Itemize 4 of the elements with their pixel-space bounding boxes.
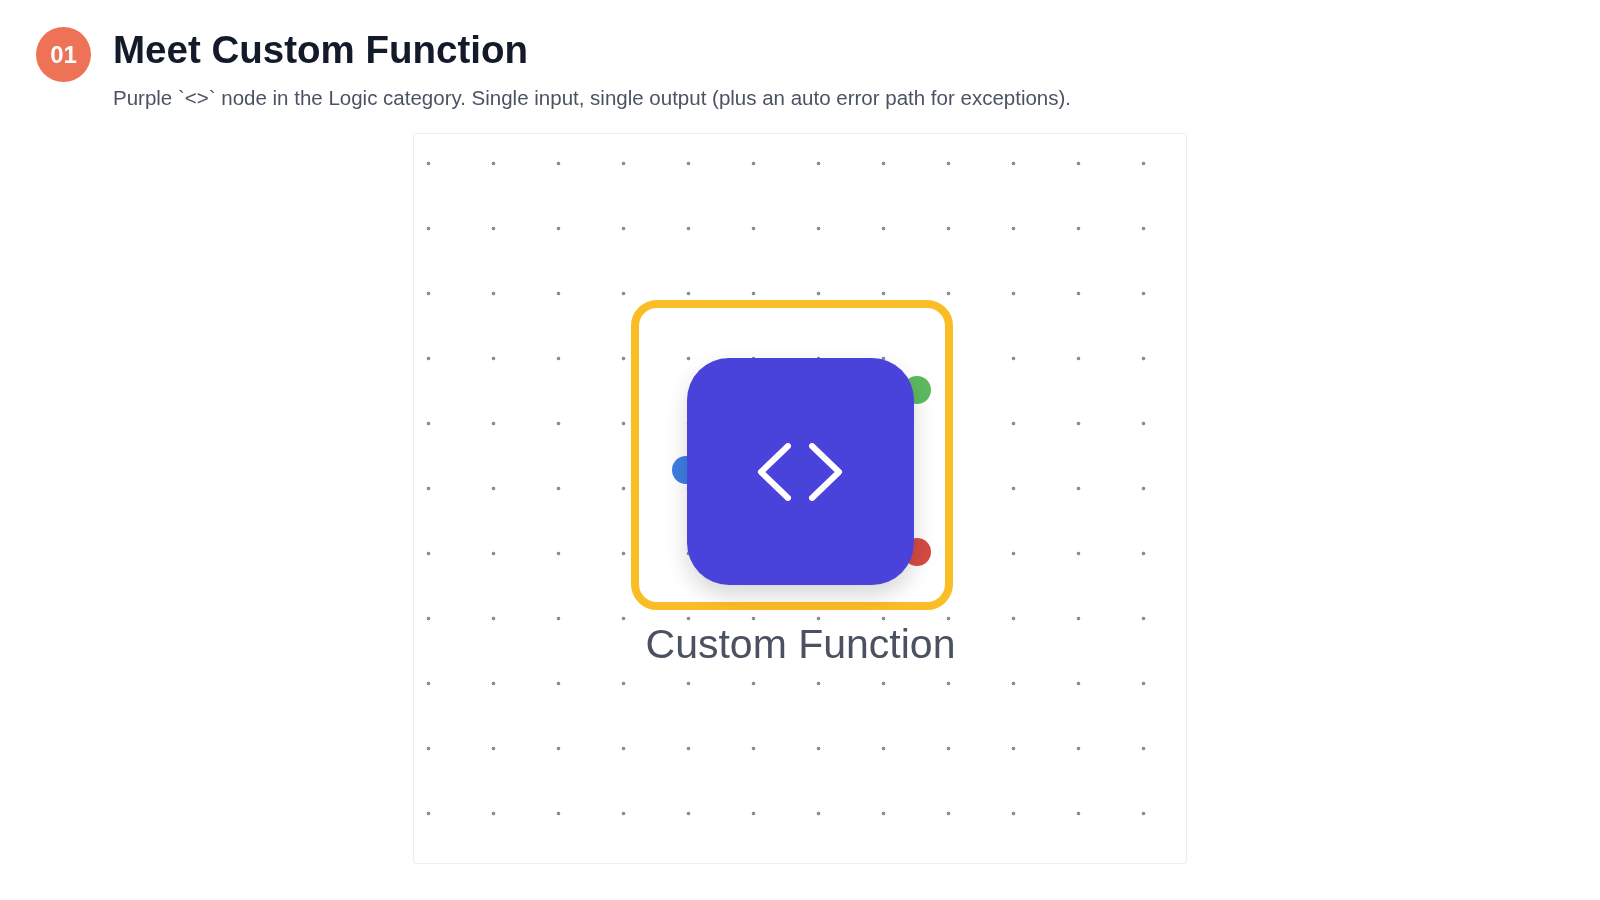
subtitle-text: Purple `<>` node in the Logic category. Single input, single output (plus an auto error path for exceptions). xyxy=(113,86,1071,111)
node-label: Custom Function xyxy=(645,621,956,669)
slide-title: Meet Custom Function xyxy=(113,27,528,73)
step-number: 01 xyxy=(36,27,91,82)
